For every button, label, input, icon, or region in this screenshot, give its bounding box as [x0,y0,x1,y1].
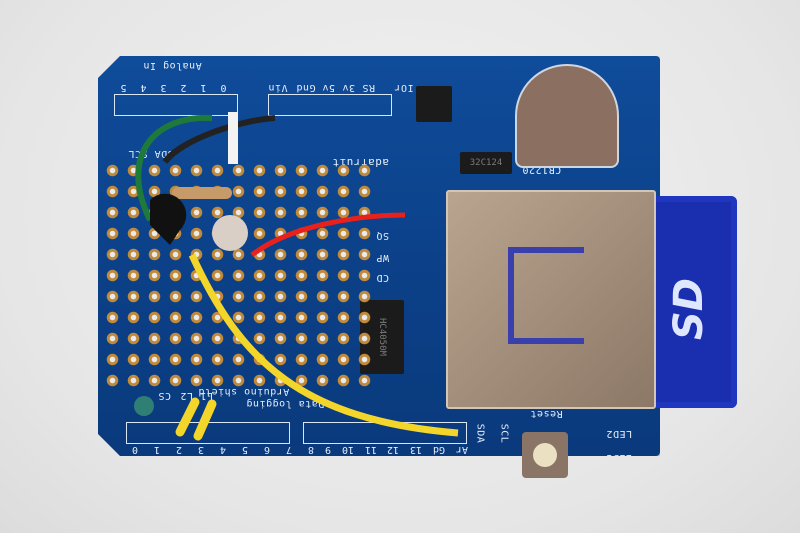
power-pin-3v: 3v [342,82,356,93]
mounting-hole [134,396,154,416]
power-pin-5v: 5v [322,82,336,93]
reset-button[interactable] [522,432,568,478]
reset-button-cap[interactable] [533,443,557,467]
analog-pin-3: 3 [160,82,167,93]
power-pin-vin: Vin [268,82,288,93]
analog-pin-2: 2 [180,82,187,93]
led2-label: LED2 [606,428,633,439]
digital-pins-right: 8 9 10 11 12 13 Gd Ar [308,444,468,455]
power-pin-rs: RS [362,82,376,93]
sd-signal-sq: SQ [376,230,390,241]
analog-pin-4: 4 [140,82,147,93]
digital-pins-left: 0 1 2 3 4 5 6 7 [132,444,292,455]
l1-label: L1 [200,390,214,401]
sda-bottom-label: SDA [474,423,486,444]
digital-header-left-outline [126,422,290,444]
power-pin-gnd: Gnd [296,82,316,93]
analog-pin-0: 0 [220,82,227,93]
analog-in-label: Analog In [143,60,202,71]
sd-slot-window [508,247,584,344]
analog-pin-1: 1 [200,82,207,93]
sd-logo: SD [666,277,713,341]
sda-scl-label: SDA SCL [128,148,174,159]
prototyping-area [102,160,372,390]
eeprom-chip [416,86,452,122]
power-header-outline [268,94,392,116]
l2-label: L2 [180,390,194,401]
analog-header-outline [114,94,238,116]
analog-pin-5: 5 [120,82,127,93]
scl-bottom-label: SCL [498,423,510,444]
shield-subtitle: Data logging [246,398,325,409]
power-pin-ior: IOr [394,82,414,93]
sd-card-slot [446,190,656,409]
coin-cell-holder [515,64,619,168]
sd-signal-wp: WP [376,252,390,263]
sd-signal-cd: CD [376,272,390,283]
cs-label: CS [158,390,172,401]
reset-label: Reset [530,408,563,419]
digital-header-right-outline [303,422,467,444]
rtc-chip: 32C124 [460,152,512,174]
